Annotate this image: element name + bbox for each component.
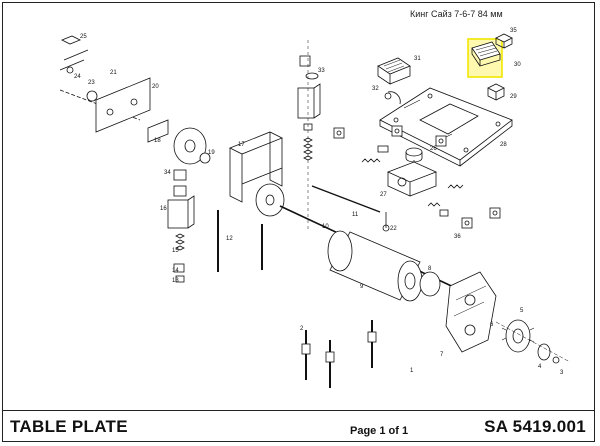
part-27-block [386,161,438,197]
part-28-table-plate [379,87,513,167]
callout-3: 3 [560,370,564,376]
callout-31: 31 [414,56,421,62]
callout-17: 17 [238,142,245,148]
callout-36: 36 [454,234,461,240]
page-info: Page 1 of 1 [350,425,409,437]
part-17-frame [229,131,285,217]
part-7-side-plate [419,271,497,353]
drawing-title: TABLE PLATE [10,417,128,436]
center-column-parts [297,40,321,230]
callout-22: 22 [390,226,397,232]
part-5-pulley [495,319,571,364]
part-31-block [377,57,411,85]
callout-labels: 1234567891011121314151617181920212223242… [74,28,564,376]
callout-34: 34 [164,170,171,176]
callout-6: 6 [490,322,494,328]
callout-29: 29 [510,94,517,100]
callout-26: 26 [430,146,437,152]
callout-20: 20 [152,84,159,90]
callout-35: 35 [510,28,517,34]
callout-21: 21 [110,70,117,76]
callout-16: 16 [160,206,167,212]
callout-32: 32 [372,86,379,92]
callout-23: 23 [88,80,95,86]
part-29-bracket [487,83,505,101]
callout-27: 27 [380,192,387,198]
callout-30: 30 [514,62,521,68]
callout-5: 5 [520,308,524,314]
part-35-block [495,33,513,49]
caption: Кинг Сайз 7-6-7 84 мм [410,9,503,19]
callout-4: 4 [538,364,542,370]
callout-19: 19 [208,150,215,156]
callout-25: 25 [80,34,87,40]
callout-33: 33 [318,68,325,74]
callout-11: 11 [352,212,359,218]
callout-18: 18 [154,138,161,144]
part-number: SA 5419.001 [484,417,586,436]
callout-14: 14 [172,268,179,274]
footer-divider [2,410,595,411]
callout-28: 28 [500,142,507,148]
left-upper-assembly [59,35,211,197]
callout-1: 1 [410,368,414,374]
callout-2: 2 [300,326,304,332]
callout-15: 15 [172,248,179,254]
hardware-right [333,125,501,232]
left-lower-parts [167,195,263,283]
callout-9: 9 [360,284,364,290]
callout-7: 7 [440,352,444,358]
callout-12: 12 [226,236,233,242]
part-9-roller [279,185,461,302]
callout-8: 8 [428,266,432,272]
part-30-keypad [471,41,501,67]
bottom-pins [301,320,377,388]
callout-24: 24 [74,74,81,80]
exploded-parts-diagram: 1234567891011121314151617181920212223242… [59,28,571,388]
callout-10: 10 [322,224,329,230]
callout-13: 13 [172,278,179,284]
